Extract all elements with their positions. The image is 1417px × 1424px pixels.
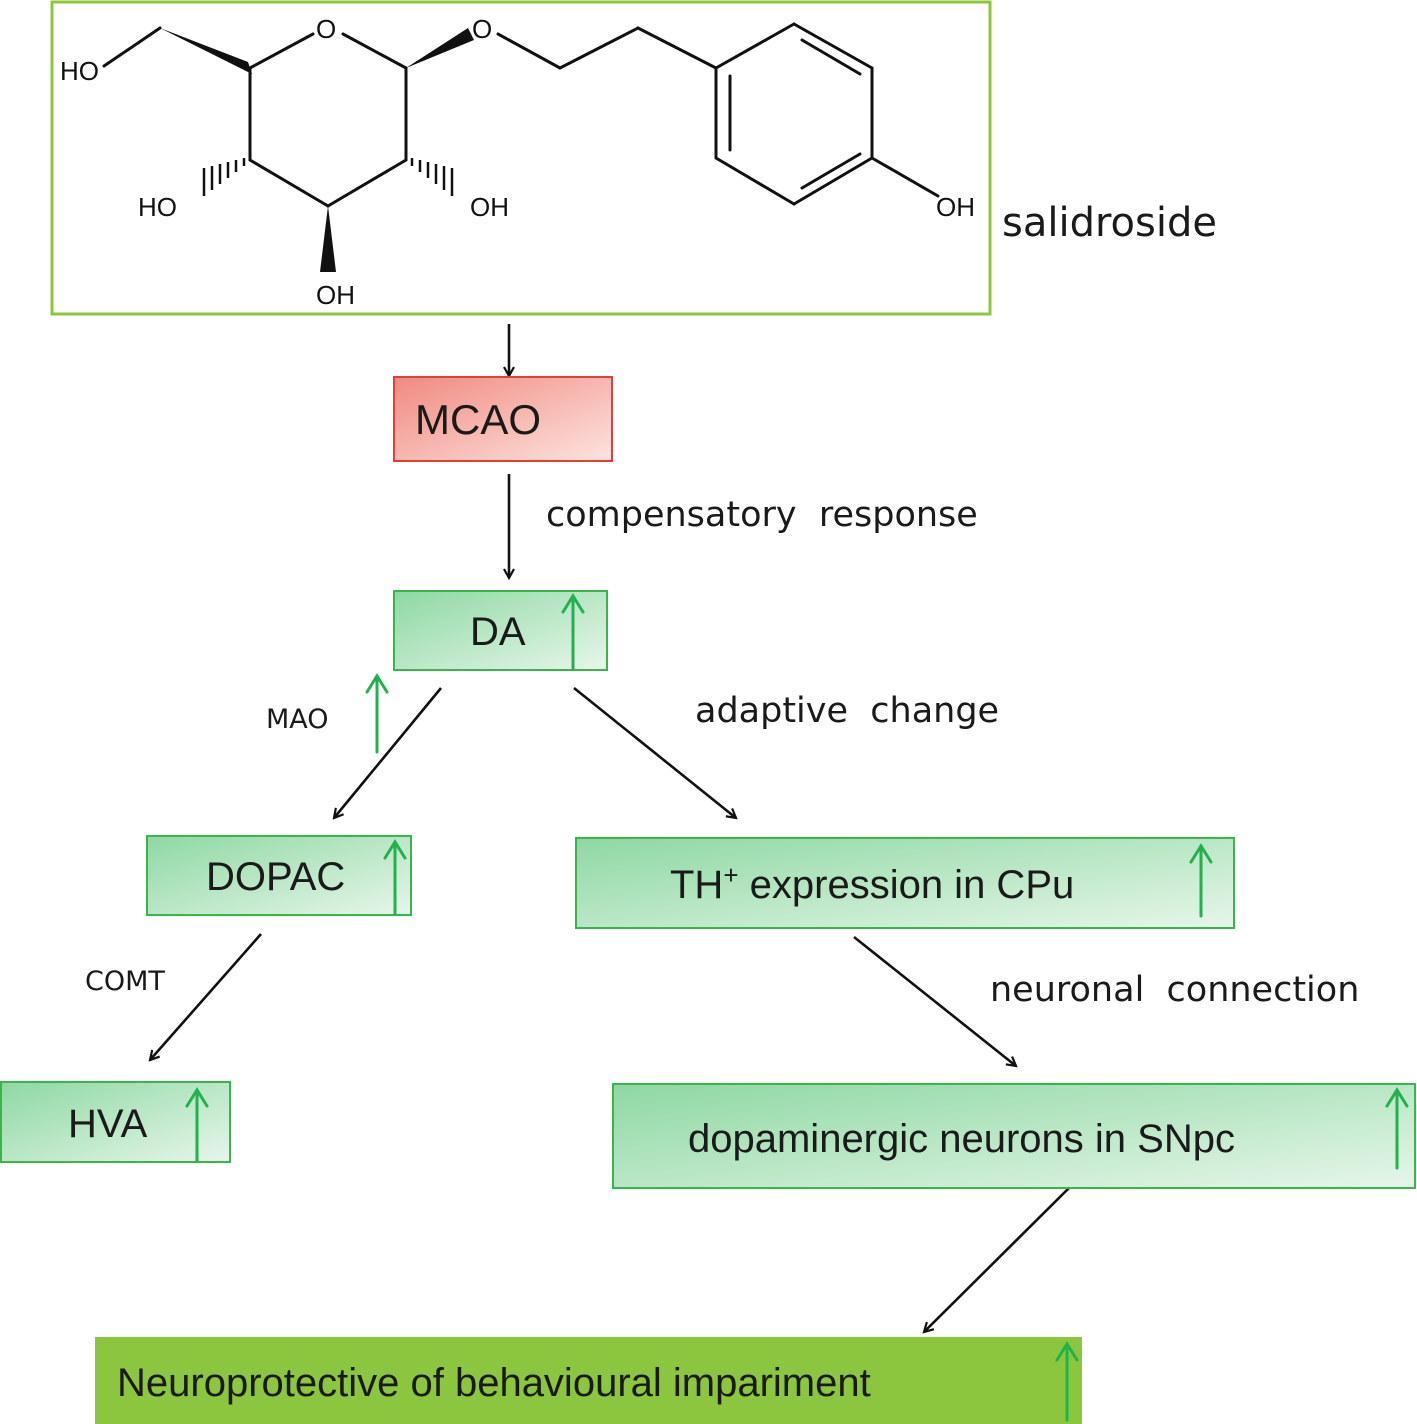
atom-oh-2: OH [316, 280, 355, 310]
atom-oh-phenol: OH [936, 192, 975, 222]
node-dopaminergic-neurons: dopaminergic neurons in SNpc [612, 1083, 1416, 1189]
arrow-neurons-to-outcome [924, 1187, 1070, 1332]
node-th-expression: TH+ expression in CPu [575, 837, 1235, 929]
node-mcao: MCAO [393, 376, 613, 462]
salidroside-structure: HO O O HO OH OH OH [50, 0, 992, 316]
hashed-bonds [202, 158, 454, 196]
atom-oh-1: OH [470, 192, 509, 222]
dopac-increase-icon [383, 839, 407, 916]
label-adaptive-change: adaptive change [695, 691, 999, 731]
dopac-label: DOPAC [206, 855, 345, 899]
arrow-th-to-neurons [853, 935, 1016, 1066]
flow-arrows [150, 324, 1070, 1332]
mao-increase-arrow [365, 673, 389, 754]
hva-label: HVA [68, 1102, 148, 1146]
label-neuronal-connection: neuronal connection [990, 970, 1359, 1010]
label-mao: MAO [266, 704, 329, 735]
atom-ho-1: HO [60, 56, 99, 86]
label-compensatory-response: compensatory response [546, 495, 978, 535]
node-neuroprotective-outcome: Neuroprotective of behavioural imparimen… [95, 1337, 1082, 1424]
node-dopac: DOPAC [146, 835, 412, 916]
glucose-ring [102, 22, 940, 208]
outcome-label: Neuroprotective of behavioural imparimen… [117, 1361, 871, 1405]
compound-name: salidroside [1002, 200, 1217, 246]
node-hva: HVA [0, 1081, 231, 1163]
wedge-bonds [160, 28, 474, 272]
outcome-increase-icon [1055, 1341, 1079, 1422]
da-increase-icon [561, 593, 585, 670]
th-label-main: TH [670, 863, 723, 907]
th-label-rest: expression in CPu [739, 863, 1075, 907]
hva-increase-icon [185, 1087, 209, 1163]
arrow-da-to-dopac [334, 687, 443, 818]
arrow-dopac-to-hva [150, 933, 262, 1060]
da-label: DA [470, 610, 526, 654]
neurons-label: dopaminergic neurons in SNpc [688, 1117, 1235, 1161]
atom-ether-oxygen: O [472, 14, 492, 44]
th-label: TH+ expression in CPu [670, 860, 1074, 907]
atom-ring-oxygen: O [316, 14, 336, 44]
node-da: DA [393, 590, 608, 671]
label-comt: COMT [85, 966, 165, 997]
th-increase-icon [1189, 843, 1213, 918]
structure-frame [50, 0, 992, 316]
neurons-increase-icon [1385, 1087, 1409, 1170]
th-label-superscript: + [723, 860, 738, 890]
atom-ho-2: HO [138, 192, 177, 222]
mcao-label: MCAO [415, 396, 541, 443]
arrow-da-to-th [573, 686, 736, 818]
